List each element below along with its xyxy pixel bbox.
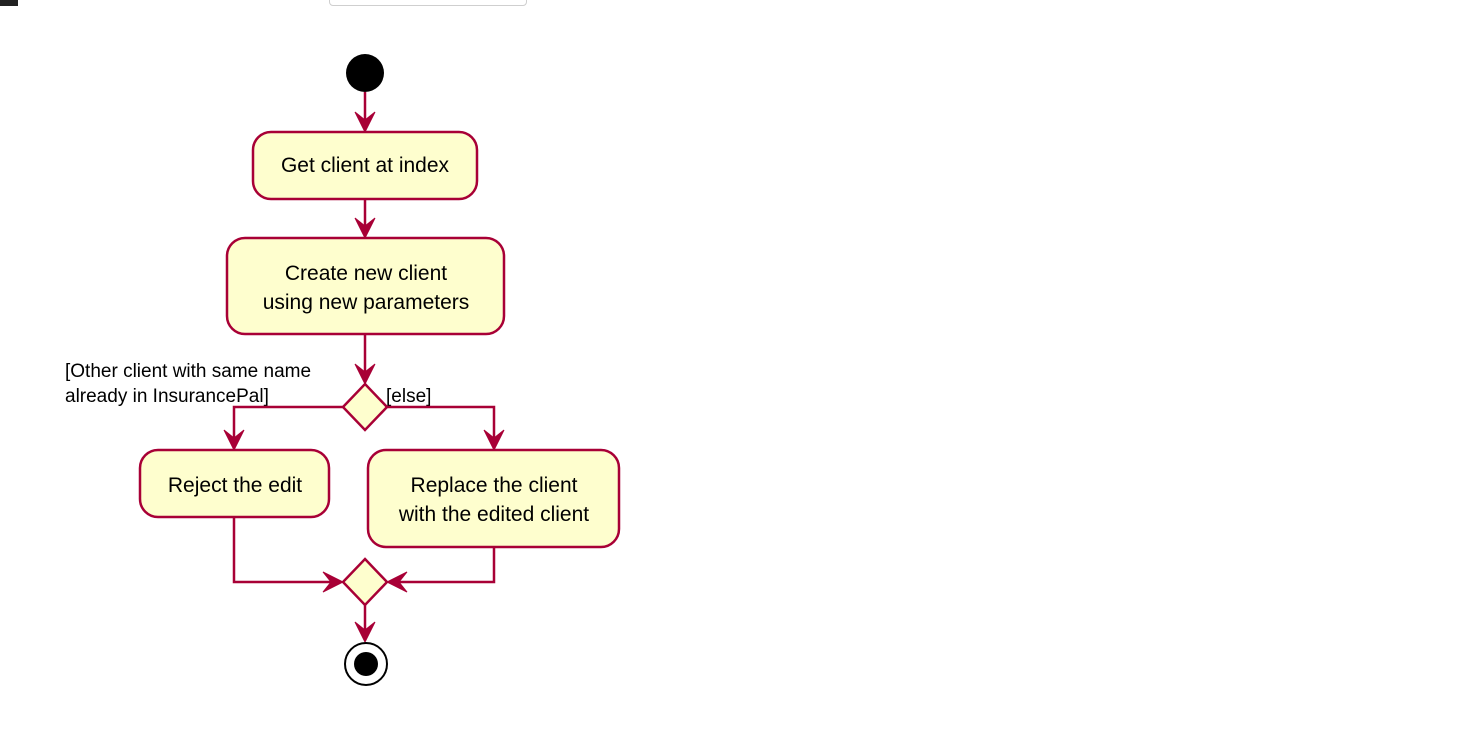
cropped-heading-fragment	[0, 0, 18, 6]
end-node	[344, 642, 388, 686]
decision-diamond	[341, 382, 389, 432]
action-get-client-line-1: Get client at index	[281, 154, 450, 177]
edge-replace-to-merge	[391, 547, 496, 584]
edge-reject-to-merge	[232, 517, 339, 584]
arrowhead-decision	[354, 363, 376, 386]
cropped-input-box	[329, 0, 527, 6]
start-node	[346, 54, 384, 92]
guard-duplicate-line-1: [Other client with same name	[65, 361, 311, 382]
arrowhead-reject	[223, 429, 245, 452]
arrowhead-end	[354, 621, 376, 644]
action-create-client-line-1: Create new client	[285, 262, 447, 285]
arrowhead-merge-left	[322, 571, 345, 593]
action-reject-edit-line-1: Reject the edit	[168, 474, 302, 497]
merge-diamond	[341, 557, 389, 607]
arrowhead-create-client	[354, 217, 376, 240]
edge-decision-to-replace	[387, 405, 496, 446]
arrowhead-replace	[483, 429, 505, 452]
guard-duplicate-line-2: already in InsurancePal]	[65, 386, 269, 407]
action-replace-client: Replace the client with the edited clien…	[366, 448, 621, 549]
action-create-client-line-2: using new parameters	[263, 291, 470, 314]
edge-decision-to-reject	[232, 405, 343, 446]
arrowhead-merge-right	[385, 571, 408, 593]
guard-else: [else]	[386, 386, 431, 407]
action-create-client: Create new client using new parameters	[225, 236, 506, 336]
action-replace-client-line-2: with the edited client	[398, 503, 589, 526]
action-get-client: Get client at index	[251, 130, 479, 201]
action-reject-edit: Reject the edit	[138, 448, 331, 519]
arrowhead-get-client	[354, 111, 376, 134]
action-replace-client-line-1: Replace the client	[411, 474, 578, 497]
